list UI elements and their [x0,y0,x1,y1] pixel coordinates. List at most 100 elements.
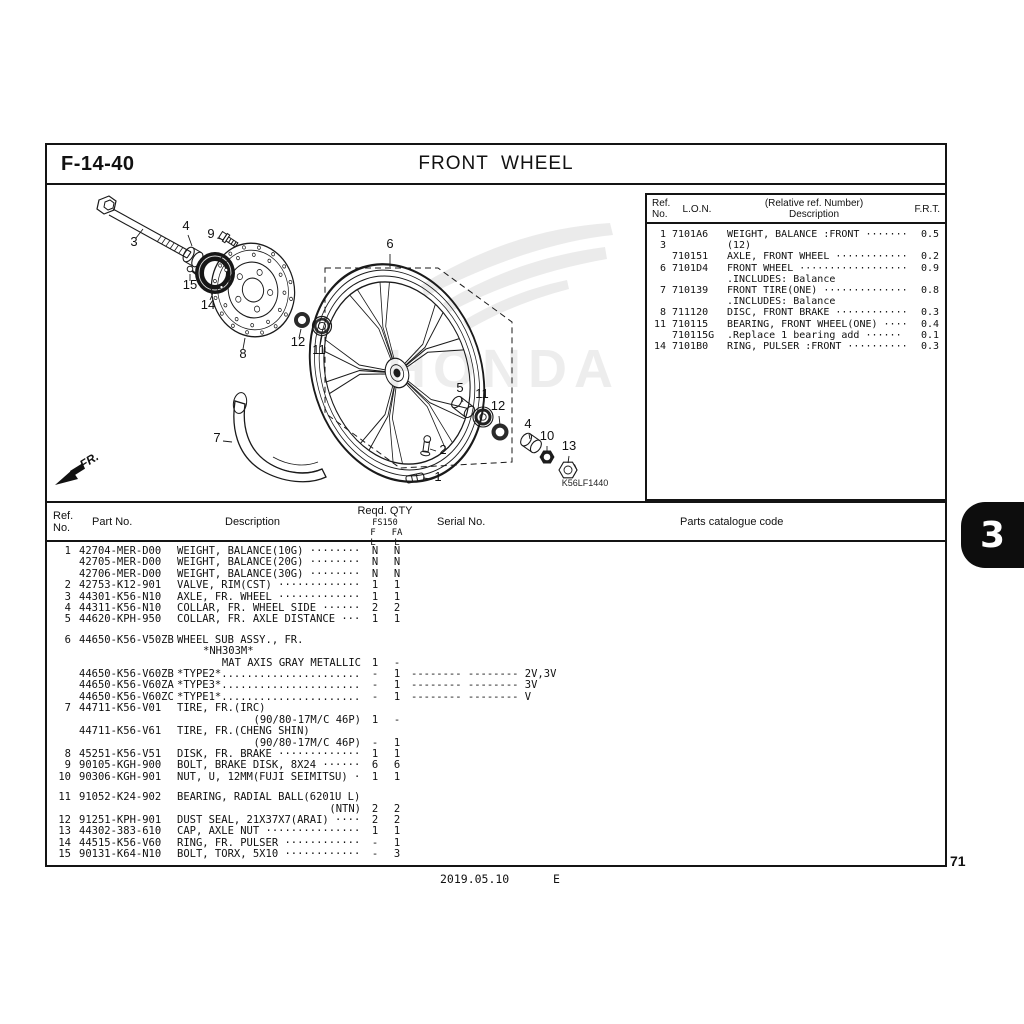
callout-12: 12 [491,398,505,413]
qty-f-cell: 6 [371,759,379,772]
disc-hole [218,263,222,268]
description-cell: BOLT, BRAKE DISK, 8X24 ······ [177,759,361,772]
description-cell: COLLAR, FR. WHEEL SIDE ······ [177,602,361,615]
description-cell: TIRE, FR.(IRC) [177,702,266,715]
qty-fa-cell: 1 [393,825,401,838]
callout-leader [242,337,246,350]
callout-leader [460,396,464,403]
part-no-cell: 90131-K64-N10 [79,848,162,861]
disc-hole [278,272,283,277]
ref-no-cell: 8 [659,307,666,319]
lon-cell [672,296,720,307]
callout-11: 11 [475,386,489,401]
frt-cell: 0.1 [920,329,939,341]
qty-fa-cell: 1 [393,747,401,760]
frt-cell [913,240,939,251]
callout-leader [528,433,531,440]
qty-f-cell [363,703,387,714]
description-cell: MAT AXIS GRAY METALLIC [221,656,361,669]
parts-table-row: (90/80-17M/C 46P)1- [45,714,947,726]
lon-cell: 710115G [672,329,715,341]
qty-fa-cell [387,646,407,657]
serial-cell [407,715,947,726]
qty-f-cell: N [371,556,379,569]
frt-cell: 0.4 [920,318,939,330]
disc-hole [284,312,288,317]
disc-hole [260,330,264,335]
title-bar: F-14-40 FRONT WHEEL [45,143,947,185]
qty-f-cell: - [371,679,379,692]
page-number: 71 [950,853,966,869]
serial-cell [407,614,947,625]
callout-9: 9 [207,226,214,241]
qty-f-cell: 1 [371,656,379,669]
description-cell: BEARING, RADIAL BALL(6201U L) [177,791,361,804]
qty-fa-cell: 1 [393,736,401,749]
ref-no-cell: 9 [64,759,71,772]
parts-table-header: Ref. No. Part No. Description Reqd. QTY … [45,501,947,548]
serial-cell [407,646,947,657]
qty-fa-cell: 2 [393,602,401,615]
qty-f-cell: 1 [371,825,379,838]
dust-seal-left [294,312,310,328]
disc-hole [282,290,287,295]
serial-cell [407,815,947,826]
callout-8: 8 [239,346,246,361]
qty-fa-cell: 3 [393,848,401,861]
lon-cell: 7101B0 [672,341,709,353]
diagram-code: K56LF1440 [562,478,609,488]
disc-hole [250,323,255,328]
qty-f-cell: 2 [371,602,379,615]
qty-fa-cell: 1 [393,590,401,603]
callout-leader [222,440,233,443]
qty-fa-cell [387,635,407,646]
description-cell: DISK, FR. BRAKE ············· [177,747,361,760]
disc-hole [224,267,229,273]
part-no-cell: 44650-K56-V60ZA [79,679,174,692]
serial-cell [407,726,947,737]
description-cell: .INCLUDES: Balance [727,273,836,285]
ref-no-cell [647,251,666,262]
frt-cell: 0.3 [920,341,939,353]
qty-f-cell: 1 [371,579,379,592]
description-cell: DUST SEAL, 21X37X7(ARAI) ···· [177,813,361,826]
part-no-cell: 42705-MER-D00 [79,556,162,569]
ref-no-cell [45,557,71,568]
serial-cell [407,703,947,714]
description-cell: WHEEL SUB ASSY., FR. [177,633,304,646]
part-no-cell: 42706-MER-D00 [79,567,162,580]
description-cell: FRONT TIRE(ONE) ·············· [727,285,908,297]
description-cell: BEARING, FRONT WHEEL(ONE) ···· [727,318,908,330]
qty-fa-cell: 1 [393,579,401,592]
part-no-cell: 90105-KGH-900 [79,759,162,772]
wheel-spoke [388,386,403,464]
part-no-cell: 45251-K56-V51 [79,747,162,760]
ref-no-cell: 13 [58,825,71,838]
parts-table-row: 44650-K56-V60ZA*TYPE3*..................… [45,679,947,692]
frt-cell: 0.9 [920,262,939,274]
frt-cell: 0.5 [920,229,939,240]
ref-table-row: .INCLUDES: Balance [647,296,945,307]
description-cell: *NH303M* [203,645,254,658]
qty-fa-cell [387,726,407,737]
description-cell: WEIGHT, BALANCE(10G) ········ [177,545,361,557]
callout-4: 4 [182,218,189,233]
qty-fa-cell: N [393,545,401,557]
ref-no-cell [45,646,71,657]
serial-cell [407,804,947,815]
callout-14: 14 [201,297,215,312]
ref-no-cell: 6 [659,262,666,274]
qty-f-cell: N [371,567,379,580]
callout-15: 15 [183,277,197,292]
serial-cell: -------- -------- V [411,690,532,703]
callout-12: 12 [291,334,305,349]
